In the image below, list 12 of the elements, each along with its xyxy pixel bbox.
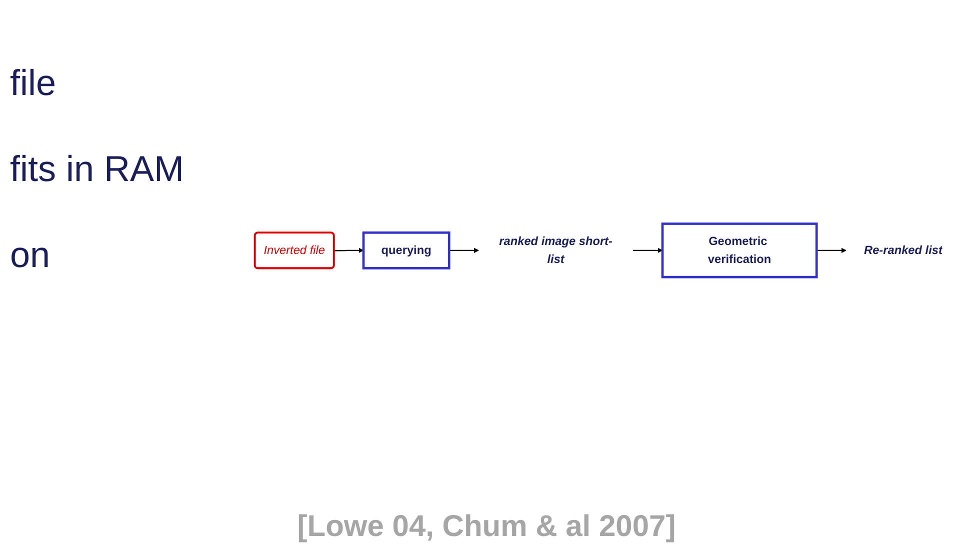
node-box: querying xyxy=(362,231,450,269)
arrow xyxy=(816,247,846,253)
arrow xyxy=(632,247,663,253)
citation: [Lowe 04, Chum & al 2007] xyxy=(296,510,677,544)
bullet-text: fits in RAM xyxy=(10,147,184,191)
arrow xyxy=(334,247,364,253)
node-text: ranked image short-list xyxy=(499,234,612,266)
node-box: Geometric verification xyxy=(661,222,818,278)
arrow xyxy=(449,247,479,253)
bullet-text: on xyxy=(10,233,52,277)
bullet-text: file xyxy=(10,61,58,105)
node-text: Re-ranked list xyxy=(864,243,942,257)
